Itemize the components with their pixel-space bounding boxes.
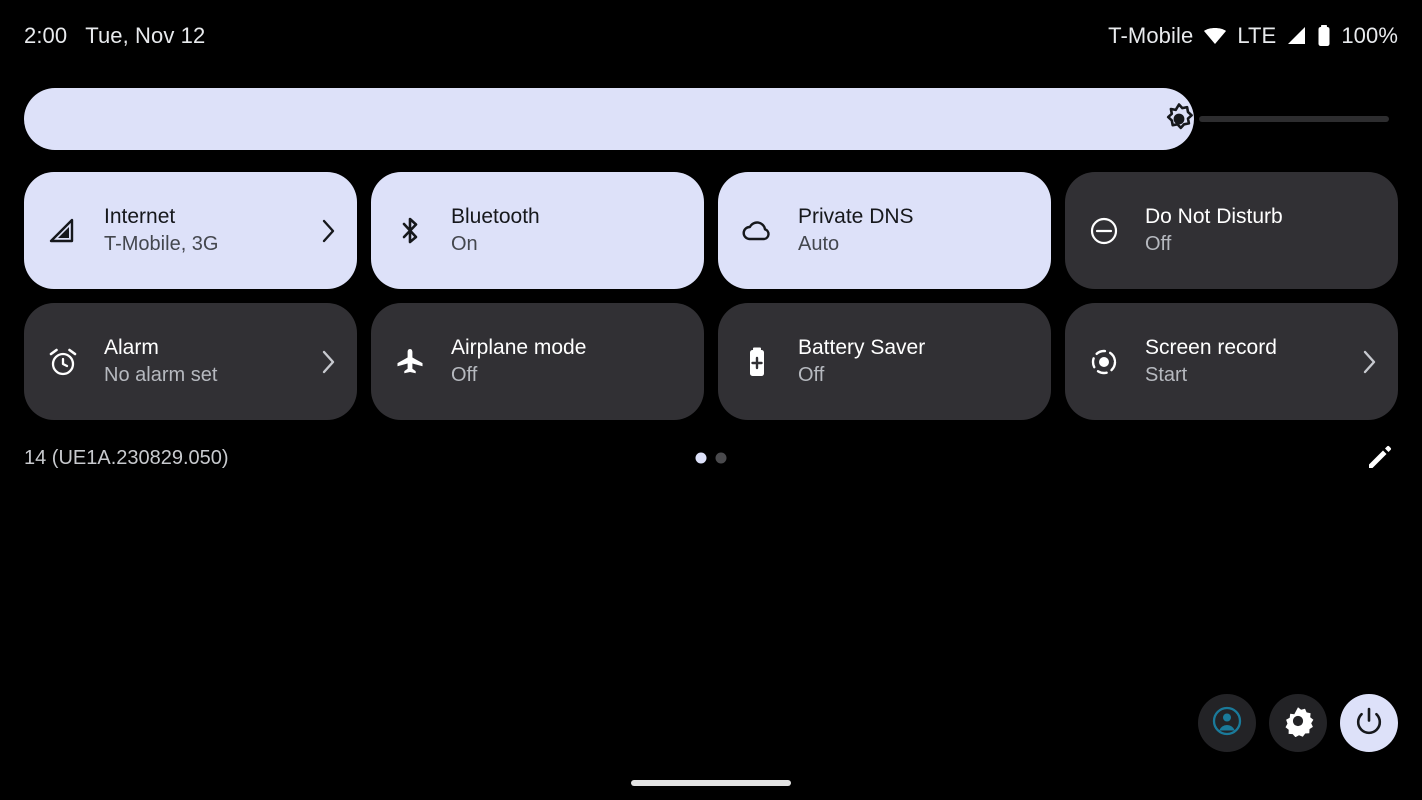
tile-text-group: Alarm No alarm set: [104, 335, 311, 388]
tile-private-dns[interactable]: Private DNS Auto: [718, 172, 1051, 289]
brightness-track[interactable]: [1199, 116, 1389, 122]
tile-text-group: Battery Saver Off: [798, 335, 1033, 388]
airplane-icon: [393, 345, 427, 379]
alarm-clock-icon: [46, 345, 80, 379]
cloud-icon: [740, 214, 774, 248]
account-circle-icon: [1210, 704, 1244, 743]
chevron-right-icon[interactable]: [317, 345, 339, 379]
tile-subtitle: Off: [1145, 233, 1172, 255]
brightness-fill[interactable]: [24, 88, 1194, 150]
tile-text-group: Internet T-Mobile, 3G: [104, 204, 311, 257]
tile-battery-saver[interactable]: Battery Saver Off: [718, 303, 1051, 420]
status-bar-left: 2:00 Tue, Nov 12: [24, 23, 205, 49]
tile-subtitle: On: [451, 233, 478, 255]
tile-title: Internet: [104, 205, 176, 228]
tile-screen-record[interactable]: Screen record Start: [1065, 303, 1398, 420]
tile-text-group: Do Not Disturb Off: [1145, 204, 1380, 257]
build-version-label: 14 (UE1A.230829.050): [24, 446, 229, 469]
status-network-type: LTE: [1237, 23, 1277, 48]
wifi-icon: [1202, 24, 1228, 48]
bluetooth-icon: [393, 214, 427, 248]
status-date: Tue, Nov 12: [85, 23, 206, 48]
brightness-slider[interactable]: [24, 88, 1398, 150]
tile-do-not-disturb[interactable]: Do Not Disturb Off: [1065, 172, 1398, 289]
tile-subtitle: Start: [1145, 364, 1188, 386]
tile-subtitle: Off: [451, 364, 478, 386]
tile-subtitle: No alarm set: [104, 364, 218, 386]
tile-title: Do Not Disturb: [1145, 205, 1283, 228]
status-bar-right: T-Mobile LTE 100%: [1108, 23, 1398, 49]
pencil-edit-icon[interactable]: [1362, 441, 1396, 475]
page-indicator: [695, 452, 727, 464]
brightness-icon: [1162, 102, 1196, 136]
chevron-right-icon[interactable]: [317, 214, 339, 248]
tile-title: Screen record: [1145, 336, 1277, 359]
page-dot-2[interactable]: [715, 452, 727, 464]
chevron-right-icon[interactable]: [1358, 345, 1380, 379]
tile-text-group: Bluetooth On: [451, 204, 686, 257]
tile-title: Airplane mode: [451, 336, 587, 359]
tile-text-group: Airplane mode Off: [451, 335, 686, 388]
gear-icon: [1282, 705, 1314, 742]
status-battery-percent: 100%: [1341, 23, 1398, 48]
power-icon: [1353, 705, 1385, 742]
battery-icon: [1316, 24, 1332, 48]
tile-title: Private DNS: [798, 205, 914, 228]
tile-subtitle: Auto: [798, 233, 840, 255]
page-dot-1[interactable]: [695, 452, 707, 464]
bottom-action-bar: [1198, 694, 1398, 752]
screen-record-icon: [1087, 345, 1121, 379]
tile-airplane-mode[interactable]: Airplane mode Off: [371, 303, 704, 420]
tile-title: Battery Saver: [798, 336, 926, 359]
tile-text-group: Private DNS Auto: [798, 204, 1033, 257]
tile-title: Bluetooth: [451, 205, 540, 228]
status-carrier: T-Mobile: [1108, 23, 1194, 48]
quick-settings-tile-grid: Internet T-Mobile, 3G Bluetooth On: [24, 172, 1398, 420]
battery-saver-icon: [740, 345, 774, 379]
tile-bluetooth[interactable]: Bluetooth On: [371, 172, 704, 289]
settings-button[interactable]: [1269, 694, 1327, 752]
user-switcher-button[interactable]: [1198, 694, 1256, 752]
signal-icon: [1285, 25, 1307, 47]
tile-subtitle: T-Mobile, 3G: [104, 233, 219, 255]
signal-cellular-icon: [46, 214, 80, 248]
power-button[interactable]: [1340, 694, 1398, 752]
status-clock: 2:00: [24, 23, 68, 48]
tile-alarm[interactable]: Alarm No alarm set: [24, 303, 357, 420]
home-gesture-handle[interactable]: [631, 780, 791, 786]
tile-subtitle: Off: [798, 364, 825, 386]
tile-text-group: Screen record Start: [1145, 335, 1352, 388]
do-not-disturb-icon: [1087, 214, 1121, 248]
tile-title: Alarm: [104, 336, 159, 359]
quick-settings-footer: 14 (UE1A.230829.050): [24, 440, 1398, 476]
tile-internet[interactable]: Internet T-Mobile, 3G: [24, 172, 357, 289]
status-bar: 2:00 Tue, Nov 12 T-Mobile LTE: [0, 0, 1422, 72]
